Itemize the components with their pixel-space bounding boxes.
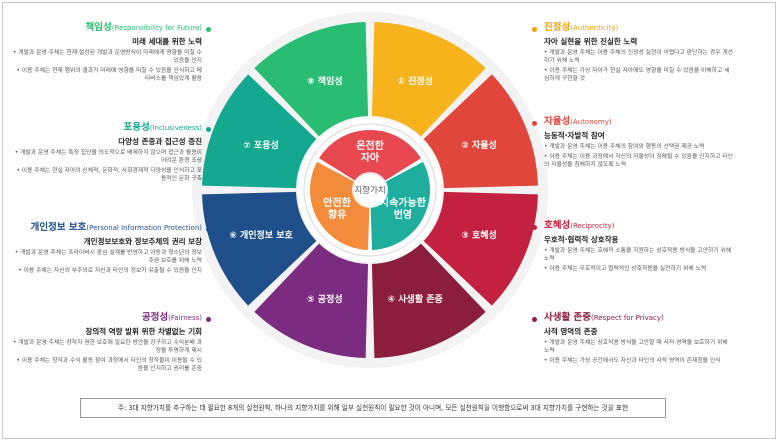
wheel-segment-label-1: ① 진정성 [397, 75, 433, 87]
connector-dot-responsibility [206, 27, 211, 32]
principle-subtitle: 우호적·협력적 상호작용 [544, 235, 619, 244]
principle-block-privacy: 사생활 존중(Respect for Privacy) 사적 영역의 존중 • … [544, 312, 734, 365]
principle-title: 책임성(Responsibility for Future) [85, 22, 203, 33]
principle-block-inclusiveness: 포용성(Inclusiveness) 다양성 존중과 접근성 증진 • 개발과 … [12, 122, 202, 183]
wheel-segment-8 [254, 22, 369, 137]
connector-dot-reciprocity [532, 225, 537, 230]
principle-bullet: • 이용 주체는 자신의 부주의로 자신과 타인의 정보가 유출될 수 있음을 … [18, 268, 202, 274]
principle-bullet: • 개발과 운영 주체는 창작자 권한 보호에 필요한 방안을 강구하고 수익분… [12, 340, 202, 354]
center-label: 지향가치 [354, 186, 385, 196]
principle-subtitle: 자아 실현을 위한 진실한 노력 [544, 37, 638, 46]
connector-dot-inclusiveness [206, 127, 211, 132]
principle-bullet: • 이용 주체는 창작과 수익 활동 참여 과정에서 타인의 창작물이 이용될 … [16, 358, 202, 372]
inner-value-sector-1 [319, 130, 421, 182]
wheel-segment-7 [202, 74, 317, 189]
principle-block-responsibility: 책임성(Responsibility for Future) 미래 세대를 위한… [12, 22, 202, 83]
principle-subtitle: 미래 세대를 위한 노력 [132, 37, 202, 46]
wheel-segment-label-7: ⑦ 포용성 [243, 139, 279, 151]
principle-bullet: • 개발과 운영 주체는 특정 집단을 의도적으로 배제하지 않으며 접근과 활… [14, 150, 202, 164]
principle-title: 공정성(Fairness) [141, 312, 202, 323]
wheel-segment-1 [371, 22, 486, 137]
wheel-segment-label-4: ④ 사생활 존중 [388, 293, 443, 305]
principle-title: 호혜성(Reciprocity) [544, 220, 615, 231]
principle-title: 포용성(Inclusiveness) [123, 122, 202, 133]
principle-bullet: • 개발과 운영 주체는 호혜적 소통을 지원하는 상호작용 방식을 고안하기 … [544, 248, 732, 262]
footnote: 주: 3대 지향가치를 추구하는 데 필요한 8개의 실천원칙, 하나의 지향가… [80, 398, 666, 418]
wheel-segment-label-6: ⑥ 개인정보 보호 [229, 229, 293, 241]
wheel-segment-5 [254, 243, 369, 358]
wheel-segment-4 [371, 243, 486, 358]
principle-subtitle: 능동적·자발적 참여 [544, 131, 605, 140]
principle-block-authenticity: 진정성(Authenticity) 자아 실현을 위한 진실한 노력 • 개발과… [544, 22, 734, 83]
principle-block-personal-info: 개인정보 보호(Personal Information Protection)… [12, 222, 202, 275]
principle-bullet: • 개발과 운영 주체는 상호작용 방식을 고안할 때 사적 영역을 보호하기 … [544, 340, 728, 354]
principle-title: 사생활 존중(Respect for Privacy) [544, 312, 664, 323]
principle-block-autonomy: 자율성(Autonomy) 능동적·자발적 참여 • 개발과 운영 주체는 이용… [544, 116, 734, 169]
wheel-segment-label-2: ② 자율성 [461, 139, 497, 151]
principle-subtitle: 사적 영역의 존중 [544, 327, 598, 336]
figure-frame [2, 2, 776, 439]
principle-bullet: • 이용 주체는 우호적이고 협력적인 상호작용을 실천하기 위해 노력 [544, 266, 707, 272]
wheel-segment-2 [423, 74, 538, 189]
principle-bullet: • 이용 주체는 가상 자아가 현실 자아에도 영향을 미칠 수 있음을 이해하… [544, 68, 730, 82]
principle-bullet: • 개발과 운영 주체는 이용 주체의 참여와 행동의 선택권 제공 노력 [544, 144, 705, 150]
wheel-segment-label-5: ⑤ 공정성 [307, 293, 343, 305]
connector-dot-authenticity [532, 27, 537, 32]
principle-subtitle: 창의적 역량 발휘 위한 차별없는 기회 [85, 327, 202, 336]
principle-subtitle: 다양성 존중과 접근성 증진 [118, 137, 202, 146]
connector-dot-autonomy [532, 121, 537, 126]
wheel-segment-label-3: ③ 호혜성 [461, 229, 497, 241]
principle-bullet: • 개발과 운영 주체는 현재 설정된 개발과 운영방식이 미래에게 영향을 미… [12, 50, 202, 64]
principle-subtitle: 개인정보보호와 정보주체의 권리 보장 [83, 237, 202, 246]
principle-block-reciprocity: 호혜성(Reciprocity) 우호적·협력적 상호작용 • 개발과 운영 주… [544, 220, 734, 273]
principle-bullet: • 개발과 운영 주체는 이용 주체의 진정성 실현이 어렵다고 판단하는 경우… [544, 50, 734, 64]
connector-dot-privacy [532, 317, 537, 322]
center-disc [352, 172, 388, 208]
principle-title: 진정성(Authenticity) [544, 22, 619, 33]
wheel-segment-label-8: ⑧ 책임성 [307, 75, 343, 87]
principle-bullet: • 개발과 운영 주체는 프라이버시 중심 설계를 반영하고 아동과 청소년의 … [14, 250, 202, 264]
principle-title: 자율성(Autonomy) [544, 116, 612, 127]
wheel-hub-ring [303, 123, 437, 257]
principle-title: 개인정보 보호(Personal Information Protection) [30, 222, 202, 233]
principle-block-fairness: 공정성(Fairness) 창의적 역량 발휘 위한 차별없는 기회 • 개발과… [12, 312, 202, 373]
principle-bullet: • 이용 주체는 현실 자아의 신체적, 문화적, 사회경제적 다양성을 인식하… [16, 168, 202, 182]
connector-dot-fairness [206, 317, 211, 322]
principle-bullet: • 이용 주체는 이용 과정에서 자신의 자율성이 침해될 수 있음을 인지하고… [544, 154, 734, 168]
principle-bullet: • 이용 주체는 가상 공간에서도 자신과 타인의 사적 영역이 존재함을 인식 [544, 358, 721, 364]
principle-bullet: • 이용 주체는 현재 행위의 결과가 미래에 영향을 미칠 수 있음을 인식하… [16, 68, 202, 82]
connector-dot-personal-info [206, 227, 211, 232]
wheel-segment-6 [202, 191, 317, 306]
wheel-segment-3 [423, 191, 538, 306]
